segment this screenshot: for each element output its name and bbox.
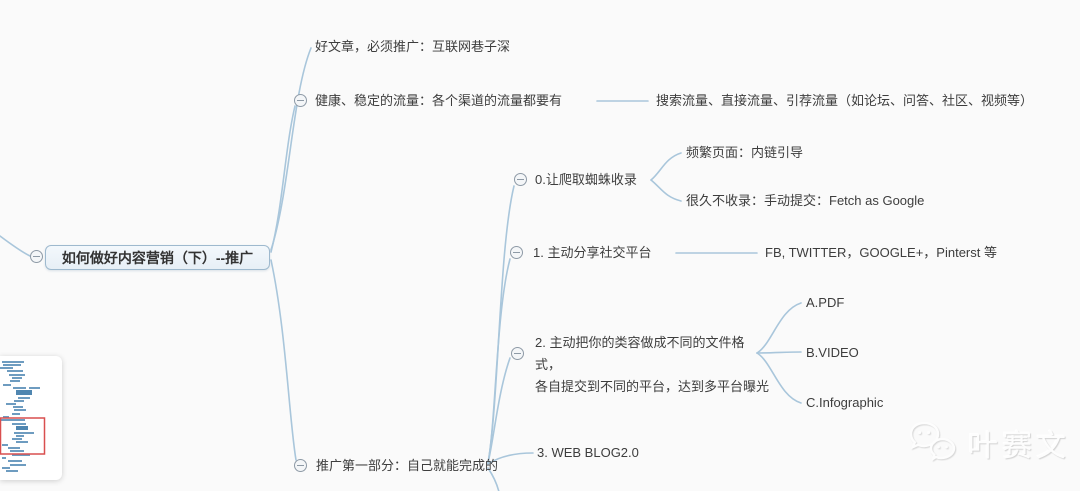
collapse-icon-spider[interactable] (514, 173, 527, 186)
collapse-icon-healthy[interactable] (294, 94, 307, 107)
node-promo-part1[interactable]: 推广第一部分：自己就能完成的 (316, 458, 499, 473)
collapse-icon-root[interactable] (30, 250, 43, 263)
node-healthy-traffic[interactable]: 健康、稳定的流量：各个渠道的流量都要有 (315, 93, 563, 108)
edge-root-healthy (270, 105, 296, 253)
node-good-article[interactable]: 好文章，必须推广：互联网巷子深 (315, 39, 511, 54)
collapse-icon-formats[interactable] (511, 347, 524, 360)
node-traffic-sources[interactable]: 搜索流量、直接流量、引荐流量（如论坛、问答、社区、视频等） (656, 93, 1034, 108)
edge-parent-to-root (0, 235, 31, 257)
edge-promo1-spider (487, 185, 515, 464)
node-social-platforms[interactable]: FB, TWITTER，GOOGLE+，Pinterst 等 (765, 245, 997, 260)
node-social-share[interactable]: 1. 主动分享社交平台 (533, 245, 652, 260)
wechat-icon (909, 421, 956, 461)
minimap-thumbnail (0, 361, 46, 472)
node-spider-index[interactable]: 0.让爬取蜘蛛收录 (535, 172, 637, 187)
edge-promo1-formats (487, 357, 511, 464)
node-frequent-pages[interactable]: 频繁页面：内链引导 (686, 145, 804, 160)
minimap-viewport[interactable] (0, 417, 46, 455)
root-node-label: 如何做好内容营销（下）--推广 (61, 249, 254, 266)
node-format-infographic[interactable]: C.Infographic (806, 395, 884, 410)
root-node[interactable]: 如何做好内容营销（下）--推广 (45, 245, 270, 270)
node-format-video[interactable]: B.VIDEO (806, 345, 859, 360)
node-file-formats-line2: 各自提交到不同的平台，达到多平台曝光 (535, 379, 770, 394)
node-file-formats-line1: 2. 主动把你的类容做成不同的文件格式， (535, 335, 745, 372)
node-not-indexed[interactable]: 很久不收录：手动提交：Fetch as Google (686, 193, 925, 208)
node-file-formats[interactable]: 2. 主动把你的类容做成不同的文件格式， 各自提交到不同的平台，达到多平台曝光 (535, 332, 770, 398)
collapse-icon-promo1[interactable] (294, 459, 307, 472)
watermark-text: 叶赛文 (968, 430, 1070, 463)
node-format-pdf[interactable]: A.PDF (806, 295, 845, 310)
minimap[interactable] (0, 356, 62, 480)
node-web-blog[interactable]: 3. WEB BLOG2.0 (537, 445, 639, 460)
edge-spider-notindexed (650, 179, 682, 202)
edge-spider-frequent (650, 152, 682, 181)
edge-root-good-article (270, 47, 312, 251)
watermark: 叶赛文 (908, 420, 1070, 466)
collapse-icon-social[interactable] (510, 246, 523, 259)
edge-root-promo1 (270, 259, 297, 461)
edge-promo1-social (487, 258, 511, 464)
